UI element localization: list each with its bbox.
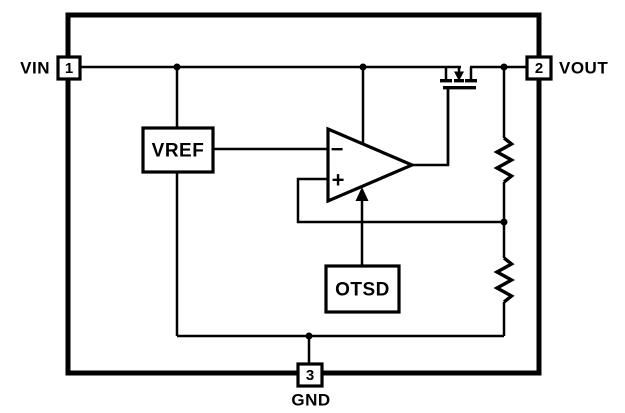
junction-dot (500, 63, 508, 71)
error-amp-triangle (326, 126, 417, 204)
feedback-resistor-bottom (493, 256, 516, 304)
gnd-label: GND (291, 391, 330, 410)
junction-dot (173, 63, 181, 71)
junction-dot (500, 218, 508, 226)
pass-fet (440, 67, 477, 165)
vref-label: VREF (152, 141, 205, 162)
amp-output-wire (412, 89, 450, 167)
inverting-input-sign: − (331, 137, 344, 162)
vin-label: VIN (20, 59, 50, 78)
junction-dot (359, 63, 367, 71)
vout-pin-box (525, 55, 553, 81)
gnd-pin-number: 3 (306, 367, 314, 384)
junction-dot (305, 332, 313, 340)
feedback-wire (296, 177, 504, 224)
otsd-label: OTSD (335, 280, 390, 301)
vref-block (141, 126, 215, 174)
vout-pin-number: 2 (535, 60, 543, 77)
down-arrow-icon (454, 71, 464, 81)
vin-pin-box (56, 55, 82, 81)
vout-label: VOUT (559, 59, 608, 78)
noninverting-input-sign: + (332, 168, 345, 193)
vin-pin-number: 1 (65, 60, 73, 77)
ic-boundary (65, 12, 542, 376)
otsd-block (324, 264, 401, 314)
up-arrow-icon (355, 187, 369, 201)
feedback-resistor-top (493, 136, 516, 184)
gnd-pin-box (296, 362, 324, 388)
